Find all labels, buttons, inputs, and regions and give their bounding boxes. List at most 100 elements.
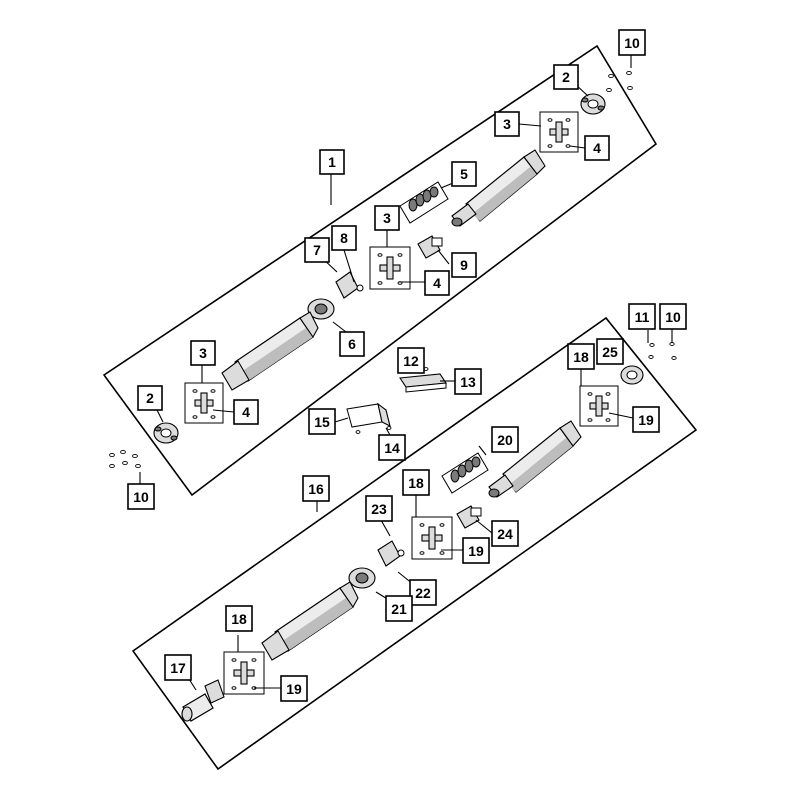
flange-part-icon xyxy=(153,422,179,444)
callout-8: 8 xyxy=(331,225,357,251)
boot-part-icon xyxy=(441,452,489,494)
callout-10: 10 xyxy=(659,303,687,330)
rear-shaft-icon xyxy=(488,420,582,498)
bracket-part-icon xyxy=(346,402,392,434)
callout-7: 7 xyxy=(304,237,330,263)
assembly-2-parts xyxy=(181,342,677,722)
callout-18: 18 xyxy=(402,469,430,496)
svg-text:23: 23 xyxy=(371,501,387,517)
svg-text:20: 20 xyxy=(497,432,513,448)
nuts-part-icon xyxy=(109,449,141,469)
svg-text:5: 5 xyxy=(460,166,468,182)
svg-text:19: 19 xyxy=(638,412,654,428)
center-bearing-icon xyxy=(348,540,405,589)
u-joint-kit-icon xyxy=(411,516,453,560)
svg-text:13: 13 xyxy=(460,374,476,390)
svg-text:21: 21 xyxy=(391,601,407,617)
svg-text:16: 16 xyxy=(308,481,324,497)
assembly-1-frame xyxy=(102,44,658,497)
svg-text:3: 3 xyxy=(199,345,207,361)
callout-3: 3 xyxy=(494,111,520,137)
svg-text:10: 10 xyxy=(665,309,681,325)
svg-text:14: 14 xyxy=(384,440,400,456)
rear-shaft-icon xyxy=(451,149,546,227)
svg-text:17: 17 xyxy=(170,660,186,676)
svg-text:3: 3 xyxy=(503,116,511,132)
front-shaft-icon xyxy=(221,311,319,391)
callout-16: 16 xyxy=(302,475,330,502)
svg-text:18: 18 xyxy=(573,349,589,365)
svg-text:7: 7 xyxy=(313,242,321,258)
u-joint-kit-icon xyxy=(223,651,265,695)
callout-2: 2 xyxy=(553,64,579,90)
callout-25: 25 xyxy=(596,338,624,365)
svg-text:15: 15 xyxy=(314,414,330,430)
svg-text:18: 18 xyxy=(231,611,247,627)
callouts: 10 2 3 4 1 5 3 7 8 9 4 6 3 2 4 10 11 10 … xyxy=(127,29,687,702)
svg-text:4: 4 xyxy=(433,275,441,291)
svg-text:4: 4 xyxy=(593,140,601,156)
callout-4: 4 xyxy=(233,399,259,425)
svg-text:4: 4 xyxy=(242,404,250,420)
callout-20: 20 xyxy=(491,426,519,453)
svg-text:24: 24 xyxy=(497,526,513,542)
u-joint-kit-icon xyxy=(579,385,619,427)
svg-text:11: 11 xyxy=(635,309,650,325)
svg-text:1: 1 xyxy=(328,154,336,170)
callout-4: 4 xyxy=(424,270,450,296)
svg-text:10: 10 xyxy=(624,35,640,51)
svg-text:12: 12 xyxy=(403,353,419,369)
svg-text:8: 8 xyxy=(340,230,348,246)
boot-part-icon xyxy=(399,181,449,224)
u-joint-kit-icon xyxy=(369,246,411,290)
callout-4: 4 xyxy=(584,135,610,161)
callout-12: 12 xyxy=(397,347,425,374)
svg-text:19: 19 xyxy=(468,543,484,559)
callout-18: 18 xyxy=(225,605,253,632)
svg-text:10: 10 xyxy=(133,489,149,505)
callout-5: 5 xyxy=(451,161,477,187)
yoke-part-icon xyxy=(417,235,443,259)
assembly-1-parts xyxy=(109,70,633,469)
callout-1: 1 xyxy=(319,149,345,175)
svg-text:19: 19 xyxy=(286,681,302,697)
callout-3: 3 xyxy=(190,340,216,366)
svg-text:9: 9 xyxy=(460,257,468,273)
callout-3: 3 xyxy=(374,205,400,231)
callout-17: 17 xyxy=(164,654,192,681)
callout-22: 22 xyxy=(409,579,437,606)
loose-parts xyxy=(346,367,447,434)
svg-text:25: 25 xyxy=(602,344,618,360)
svg-text:22: 22 xyxy=(415,585,431,601)
callout-2: 2 xyxy=(137,385,163,411)
callout-14: 14 xyxy=(378,434,406,461)
assembly-2-frame xyxy=(131,316,698,771)
callout-19: 19 xyxy=(462,537,490,564)
front-shaft-icon xyxy=(261,581,359,661)
callout-11: 11 xyxy=(628,303,656,330)
svg-text:18: 18 xyxy=(408,475,424,491)
svg-text:2: 2 xyxy=(562,69,570,85)
nuts-part-icon xyxy=(648,342,677,360)
callout-19: 19 xyxy=(280,675,308,702)
nuts-part-icon xyxy=(606,70,633,93)
flange-part-icon xyxy=(620,365,644,385)
callout-13: 13 xyxy=(454,368,482,395)
callout-10: 10 xyxy=(618,29,646,56)
slip-yoke-icon xyxy=(181,679,225,722)
u-joint-kit-icon xyxy=(184,382,224,424)
callout-6: 6 xyxy=(339,331,365,357)
svg-text:3: 3 xyxy=(383,210,391,226)
callout-21: 21 xyxy=(385,595,413,622)
center-bearing-icon xyxy=(307,271,364,320)
callout-10: 10 xyxy=(127,483,155,510)
callout-23: 23 xyxy=(365,495,393,522)
yoke-part-icon xyxy=(456,505,482,529)
u-joint-kit-icon xyxy=(539,111,579,153)
callout-24: 24 xyxy=(491,520,519,547)
callout-15: 15 xyxy=(308,408,336,435)
pad-part-icon xyxy=(399,373,447,393)
callout-18: 18 xyxy=(567,343,595,370)
svg-text:6: 6 xyxy=(348,336,356,352)
